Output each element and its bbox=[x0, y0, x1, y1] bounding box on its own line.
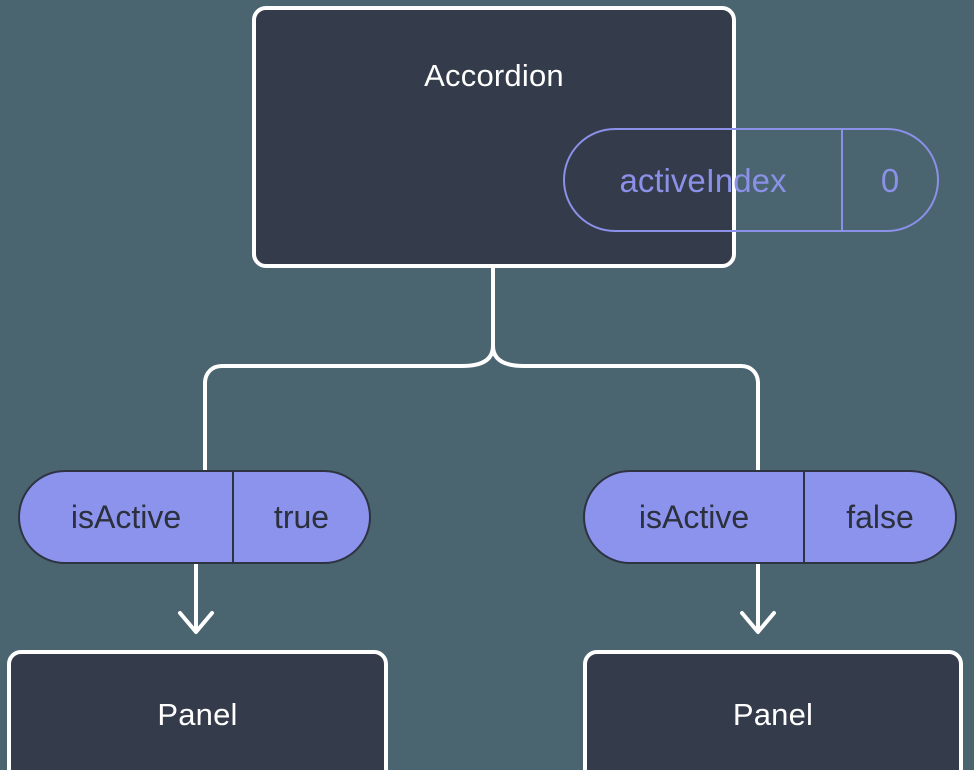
fork-connector-right bbox=[491, 266, 760, 472]
arrowhead-right-icon bbox=[740, 611, 776, 634]
node-panel-left-title: Panel bbox=[157, 697, 238, 732]
state-pill-activeindex-key: activeIndex bbox=[565, 130, 843, 230]
prop-pill-isactive-false-value: false bbox=[846, 499, 914, 535]
state-pill-activeindex[interactable]: activeIndex 0 bbox=[563, 128, 939, 232]
node-panel-right-title: Panel bbox=[732, 697, 814, 732]
state-pill-activeindex-value: 0 bbox=[880, 161, 900, 199]
node-panel-right[interactable]: Panel bbox=[583, 650, 963, 770]
node-accordion-title: Accordion bbox=[424, 58, 564, 93]
prop-pill-isactive-true-value: true bbox=[273, 499, 330, 535]
node-accordion[interactable]: Accordion activeIndex 0 bbox=[252, 6, 939, 268]
arrowhead-left-icon bbox=[178, 611, 214, 634]
node-panel-left[interactable]: Panel bbox=[7, 650, 388, 770]
prop-pill-isactive-false-key: isActive bbox=[585, 472, 805, 562]
fork-connector bbox=[203, 266, 495, 472]
prop-pill-isactive-true-key: isActive bbox=[20, 472, 234, 562]
prop-pill-isactive-false[interactable]: isActive false bbox=[583, 470, 957, 564]
prop-pill-isactive-true[interactable]: isActive true bbox=[18, 470, 371, 564]
